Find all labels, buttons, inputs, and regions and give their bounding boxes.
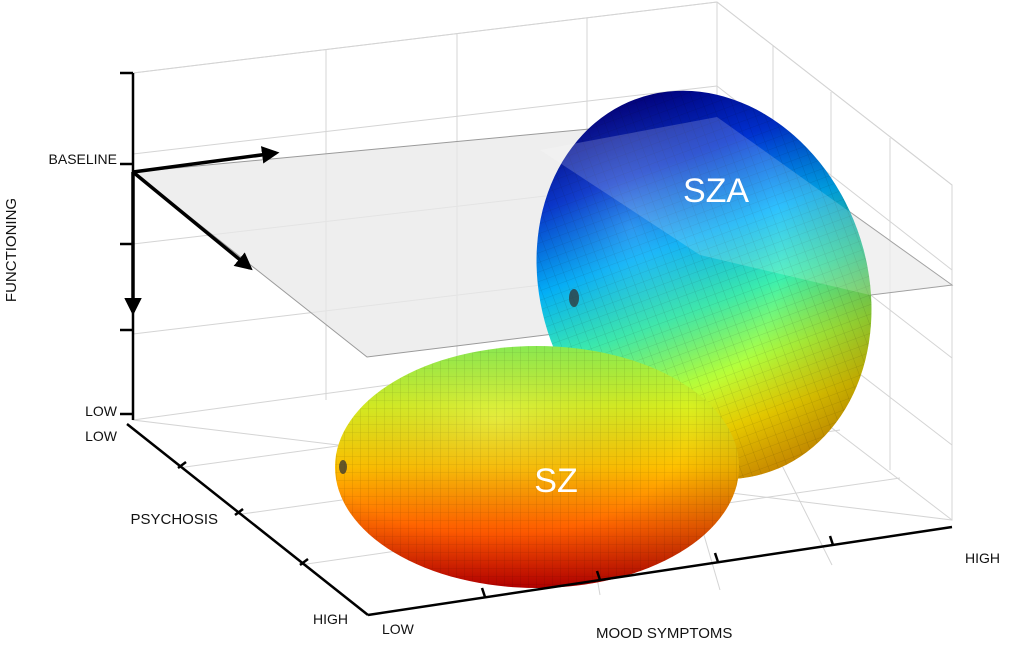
grid-line <box>716 1 953 186</box>
mood-tick <box>713 552 720 563</box>
psychosis-axis-title: PSYCHOSIS <box>130 511 218 528</box>
sz-label: SZ <box>534 462 577 500</box>
baseline-label: BASELINE <box>49 151 117 167</box>
sz-shading <box>335 346 739 588</box>
mood-tick <box>595 570 602 581</box>
mood-axis-title: MOOD SYMPTOMS <box>596 625 732 642</box>
functioning-axis <box>120 71 135 420</box>
mood-axis-line <box>367 525 953 617</box>
arrow-mood-direction <box>132 146 280 174</box>
psychosis-high-label: HIGH <box>313 611 348 627</box>
grid-line <box>132 85 718 155</box>
baseline-plane-front <box>540 117 952 295</box>
baseline-arrows <box>124 146 280 316</box>
psychosis-axis-line <box>126 423 369 616</box>
functioning-axis-title: FUNCTIONING <box>3 198 20 302</box>
arrow-psychosis-direction <box>131 170 253 271</box>
sza-label: SZA <box>683 172 749 210</box>
psychosis-low-label: LOW <box>85 428 118 444</box>
functioning-low-label: LOW <box>85 403 118 419</box>
mood-axis <box>367 525 953 617</box>
psychosis-tick <box>177 461 187 469</box>
mood-tick <box>828 535 835 546</box>
mood-high-label: HIGH <box>965 550 1000 566</box>
sz-pole <box>339 460 347 474</box>
mood-tick <box>480 587 487 598</box>
sz-ellipsoid <box>335 346 739 588</box>
sza-pole <box>569 289 579 307</box>
psychosis-tick <box>299 558 309 566</box>
psychosis-tick <box>234 508 244 516</box>
psychosis-axis <box>126 423 369 616</box>
grid-line <box>132 1 718 74</box>
mood-low-label: LOW <box>382 621 415 637</box>
